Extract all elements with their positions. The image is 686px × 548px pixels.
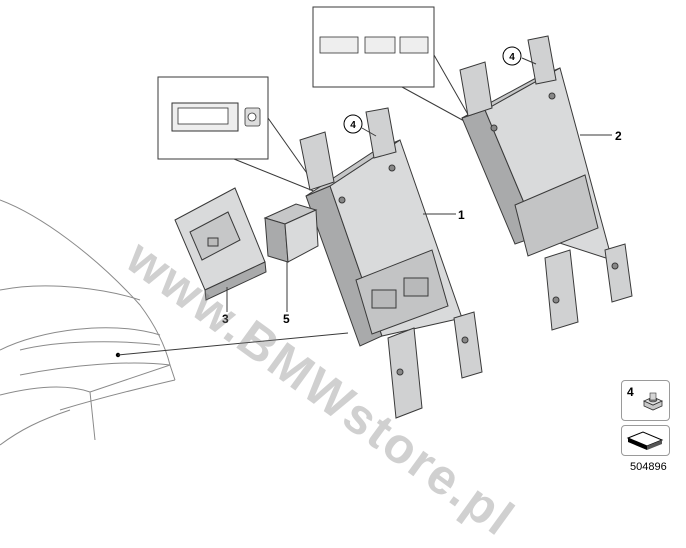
detail-leader-2: [433, 54, 471, 119]
callout-2: 2: [615, 129, 622, 143]
callout-leaders: [226, 57, 612, 312]
circled-number: 4: [509, 52, 515, 63]
car-rear-outline: [0, 199, 176, 446]
legend-return: [621, 425, 670, 456]
control-module-2: [459, 35, 633, 331]
nut-icon: [643, 392, 663, 411]
callout-5: 5: [283, 312, 290, 326]
legend-part-4: 4: [621, 380, 670, 421]
return-arrow-icon: [626, 431, 664, 450]
connector-detail-box-2: [312, 6, 435, 88]
connector-detail-box-1: [157, 76, 269, 160]
legend-part-number: 4: [627, 385, 634, 399]
circled-callout-4-a: 4: [343, 114, 363, 134]
reference-number: 504896: [630, 461, 667, 473]
callout-3: 3: [222, 312, 229, 326]
parts-diagram: 1 2 3 5 4 4 www.BMWstore.pl 4 504896: [0, 6, 670, 547]
control-module-3: [174, 187, 267, 301]
callout-1: 1: [458, 208, 465, 222]
leader-line-car: [117, 332, 349, 356]
circled-number: 4: [350, 120, 356, 131]
detail-leader-1b: [233, 158, 317, 193]
control-module-1: [299, 107, 483, 419]
exploded-parts-drawing: 1 2 3 5 4 4: [0, 6, 633, 446]
circled-callout-4-b: 4: [502, 46, 522, 66]
control-module-5: [263, 203, 319, 263]
detail-leader-2b: [401, 86, 467, 123]
